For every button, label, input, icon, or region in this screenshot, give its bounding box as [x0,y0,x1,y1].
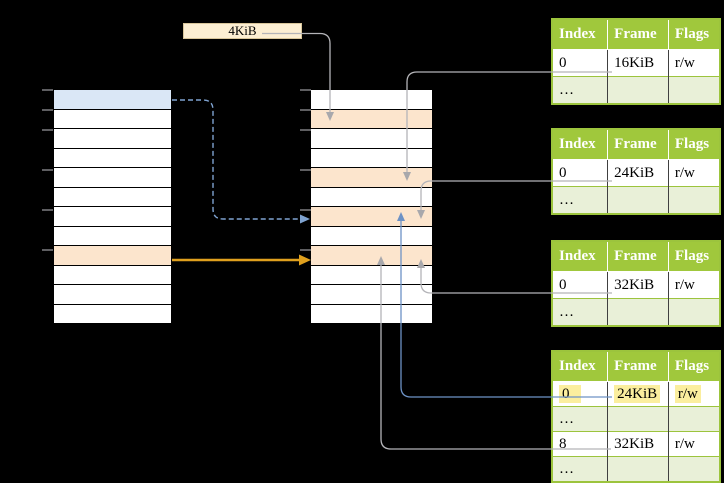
table-header-row: Index Frame Flags [552,241,720,272]
memory-row-white [311,226,432,246]
index-cell: 0 [552,49,609,77]
flags-cell [668,298,720,326]
col-header-frame: Frame [607,129,669,160]
index-cell: … [552,76,609,104]
frame-cell: 24KiB [607,381,669,407]
memory-row-white [311,129,432,149]
memory-row-white [53,148,171,168]
frame-cell [607,186,669,214]
flags-cell [668,186,720,214]
table-row-ellipsis: … [552,186,720,214]
flags-cell: r/w [668,49,720,77]
col-header-frame: Frame [607,19,669,50]
col-header-index: Index [552,241,609,272]
level1-page-table-column [310,89,433,330]
frame-cell: 32KiB [607,271,669,299]
table-row: 0 16KiB r/w [552,49,720,77]
virtual-memory-column [52,89,172,330]
col-header-index: Index [552,129,609,160]
highlighted-value: 0 [559,384,581,403]
page-table-32kib: Index Frame Flags 0 32KiB r/w … [551,240,721,327]
memory-row-white [311,265,432,285]
page-size-label-box: 4KiB [183,23,302,39]
memory-row-white [311,285,432,305]
table-row: 8 32KiB r/w [552,431,720,457]
arrow-virtual-blue-to-table-entry [172,99,310,224]
memory-row-white [53,168,171,188]
highlighted-value: r/w [674,384,701,403]
memory-row-white [53,285,171,305]
col-header-frame: Frame [607,351,669,382]
table-row-ellipsis: … [552,456,720,482]
memory-row-white [53,187,171,207]
memory-row-orange [311,109,432,129]
memory-row-white [53,207,171,227]
index-cell: … [552,186,609,214]
frame-cell [607,456,669,482]
flags-cell [668,406,720,432]
table-row: 0 24KiB r/w [552,159,720,187]
page-table-level2: Index Frame Flags 0 24KiB r/w … 8 32KiB … [551,350,721,483]
index-cell: … [552,298,609,326]
col-header-flags: Flags [668,19,720,50]
page-size-label: 4KiB [228,23,257,38]
frame-cell: 32KiB [607,431,669,457]
table-row-ellipsis: … [552,76,720,104]
arrow-virtual-orange-to-frame [172,254,311,266]
frame-cell [607,298,669,326]
memory-row-white [53,226,171,246]
memory-row-white [53,304,171,323]
memory-row-white [311,187,432,207]
memory-row-white [311,148,432,168]
flags-cell [668,76,720,104]
memory-row-blue [53,90,171,110]
index-cell: 8 [552,431,609,457]
index-cell: 0 [552,271,609,299]
frame-cell [607,406,669,432]
table-header-row: Index Frame Flags [552,129,720,160]
table-row: 0 32KiB r/w [552,271,720,299]
memory-row-white [53,129,171,149]
col-header-flags: Flags [668,241,720,272]
frame-cell [607,76,669,104]
flags-cell: r/w [668,431,720,457]
table-header-row: Index Frame Flags [552,19,720,50]
index-cell: 0 [552,381,609,407]
frame-cell: 24KiB [607,159,669,187]
memory-row-white [311,304,432,323]
page-table-24kib: Index Frame Flags 0 24KiB r/w … [551,128,721,215]
table-row-ellipsis: … [552,298,720,326]
flags-cell: r/w [668,271,720,299]
memory-row-orange [311,207,432,227]
frame-cell: 16KiB [607,49,669,77]
col-header-flags: Flags [668,129,720,160]
table-row-ellipsis: … [552,406,720,432]
col-header-frame: Frame [607,241,669,272]
table-header-row: Index Frame Flags [552,351,720,382]
memory-row-white [311,90,432,110]
flags-cell [668,456,720,482]
highlighted-value: 24KiB [614,384,661,403]
memory-row-white [53,109,171,129]
memory-row-orange [53,246,171,266]
col-header-flags: Flags [668,351,720,382]
flags-cell: r/w [668,159,720,187]
page-table-16kib: Index Frame Flags 0 16KiB r/w … [551,18,721,105]
index-cell: 0 [552,159,609,187]
index-cell: … [552,456,609,482]
memory-row-orange [311,168,432,188]
col-header-index: Index [552,351,609,382]
flags-cell: r/w [668,381,720,407]
memory-row-orange [311,246,432,266]
memory-row-white [53,265,171,285]
index-cell: … [552,406,609,432]
col-header-index: Index [552,19,609,50]
table-row-highlighted: 0 24KiB r/w [552,381,720,407]
